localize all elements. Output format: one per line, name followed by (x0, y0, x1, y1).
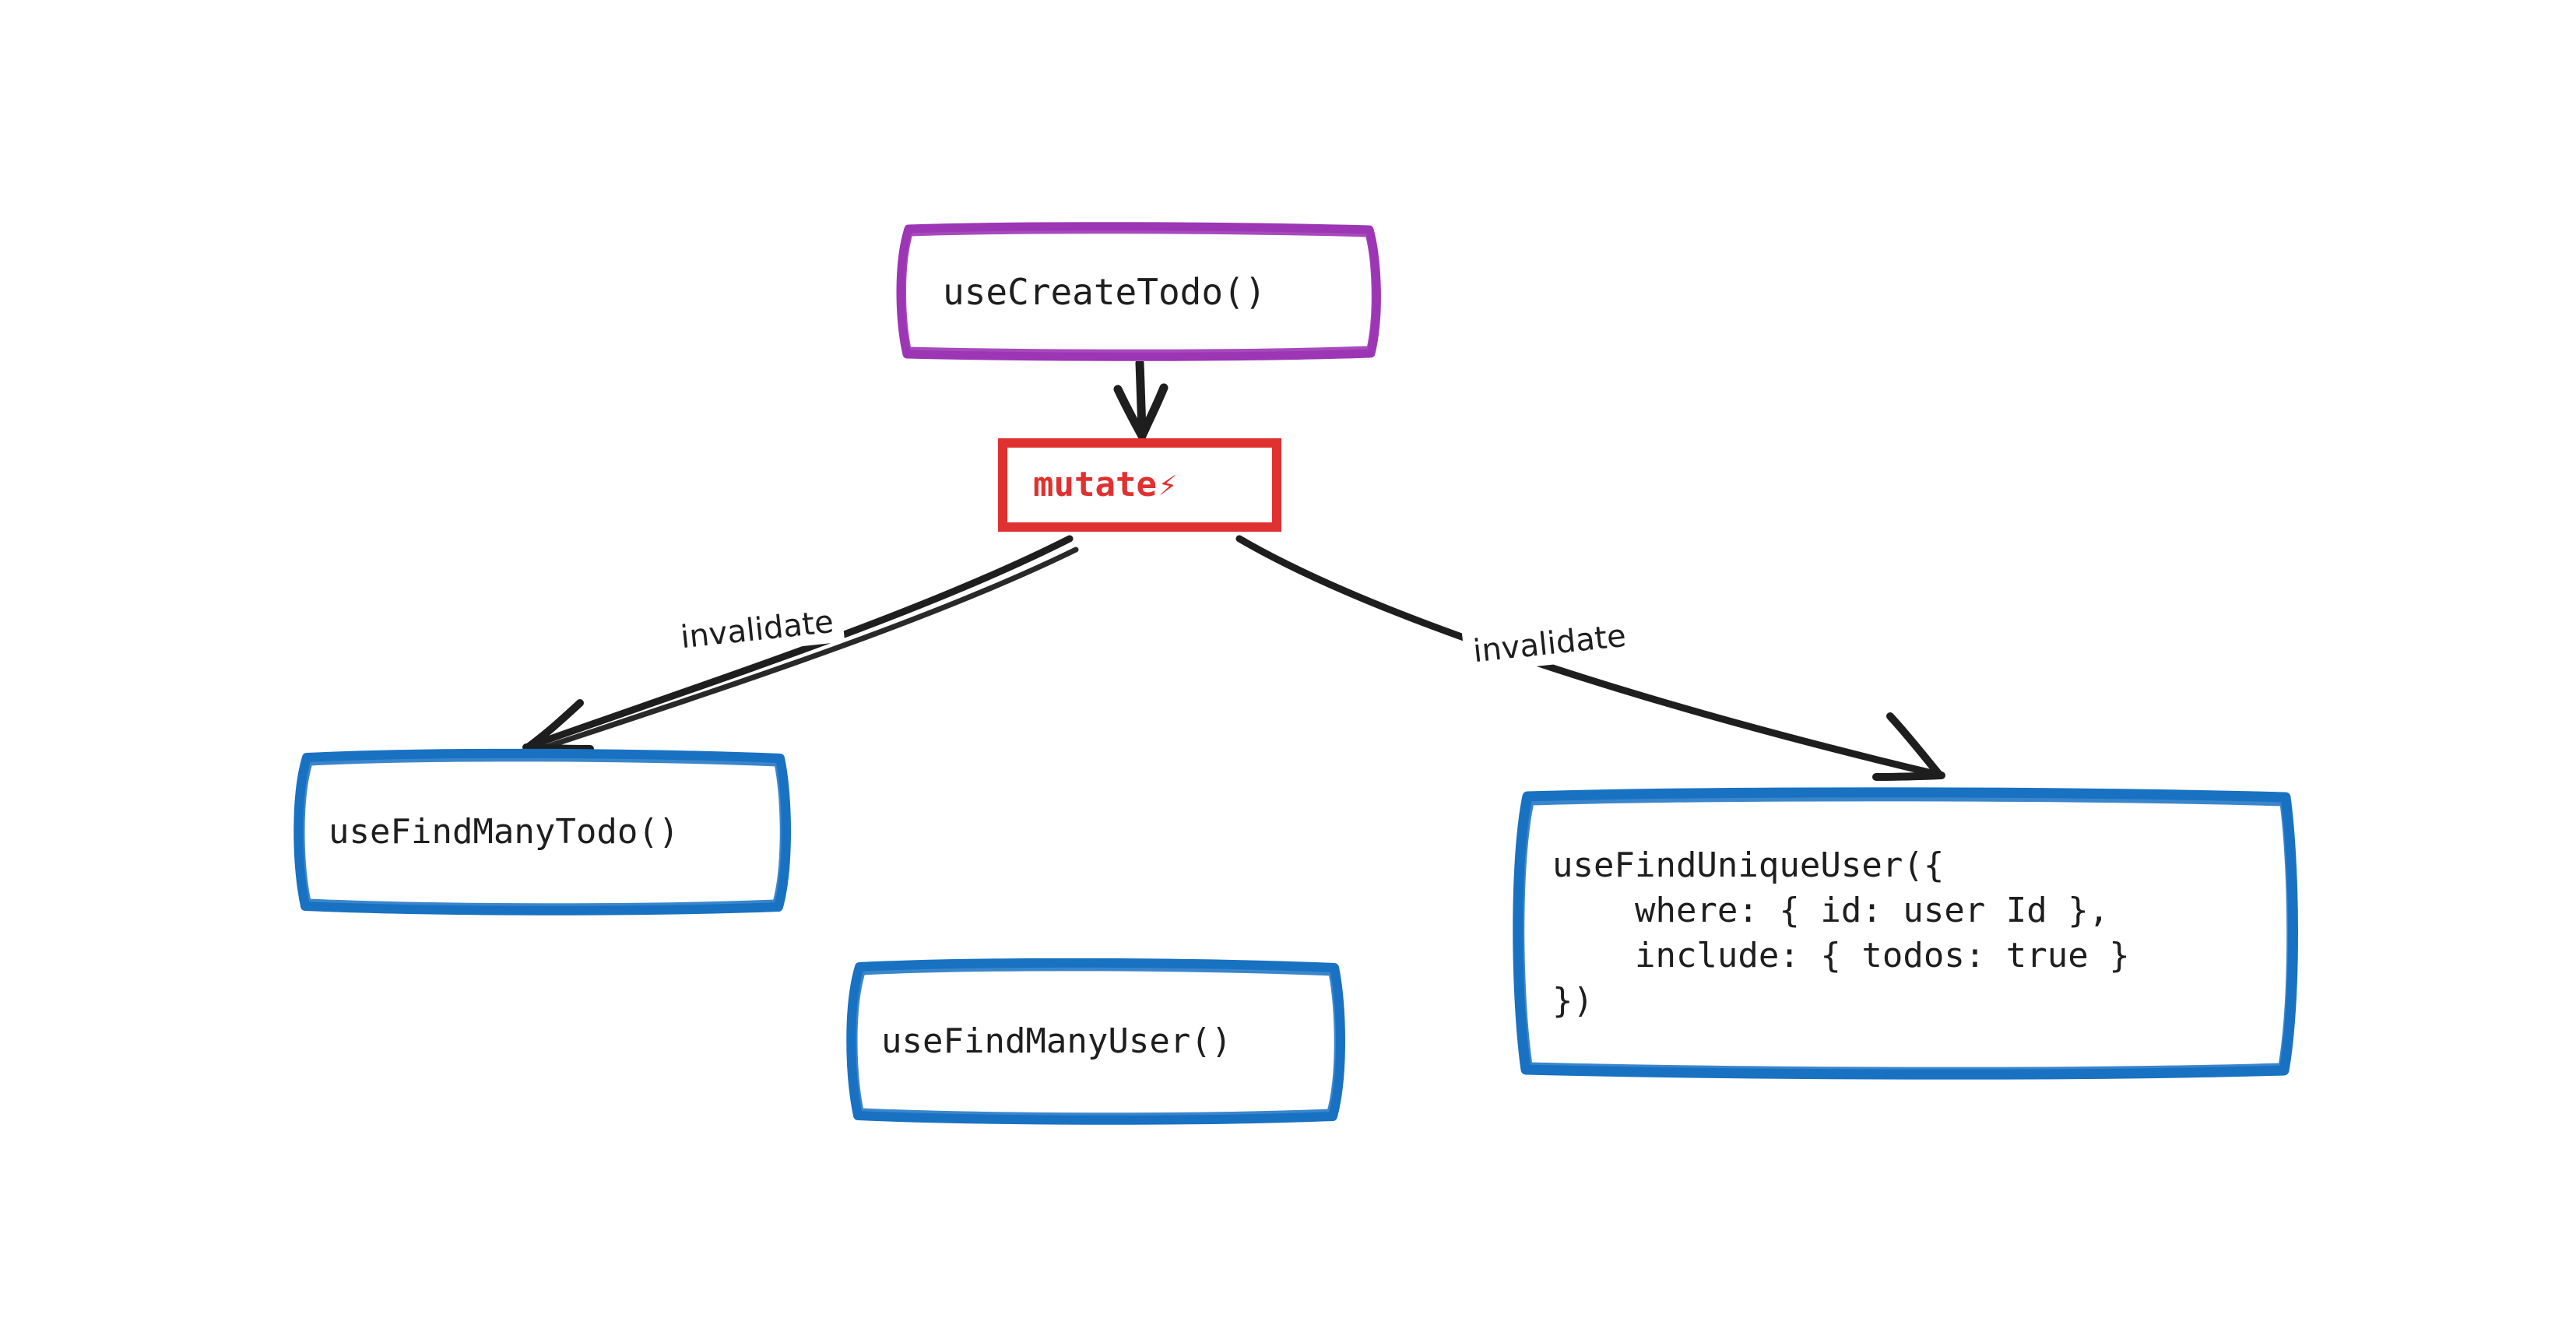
edge-label-invalidate-right: invalidate (1461, 613, 1638, 674)
node-use-find-unique-user[interactable]: useFindUniqueUser({ where: { id: user Id… (1496, 787, 2315, 1080)
node-label: useCreateTodo() (943, 270, 1267, 313)
node-label: useFindUniqueUser({ where: { id: user Id… (1552, 845, 2130, 1021)
mutate-text: mutate (1033, 464, 1157, 504)
node-label: useFindManyTodo() (329, 811, 680, 852)
node-label: mutate ⚡ (1033, 462, 1177, 508)
node-use-create-todo[interactable]: useCreateTodo() (882, 222, 1396, 361)
node-use-find-many-user[interactable]: useFindManyUser() (831, 958, 1361, 1125)
lightning-bolt-icon: ⚡ (1158, 466, 1178, 503)
node-use-find-many-todo[interactable]: useFindManyTodo() (279, 748, 807, 916)
edge-label-invalidate-left: invalidate (669, 599, 845, 660)
node-label: useFindManyUser() (881, 1021, 1232, 1061)
node-mutate[interactable]: mutate ⚡ (997, 438, 1282, 532)
arrow-create-todo-to-mutate (1113, 358, 1169, 441)
